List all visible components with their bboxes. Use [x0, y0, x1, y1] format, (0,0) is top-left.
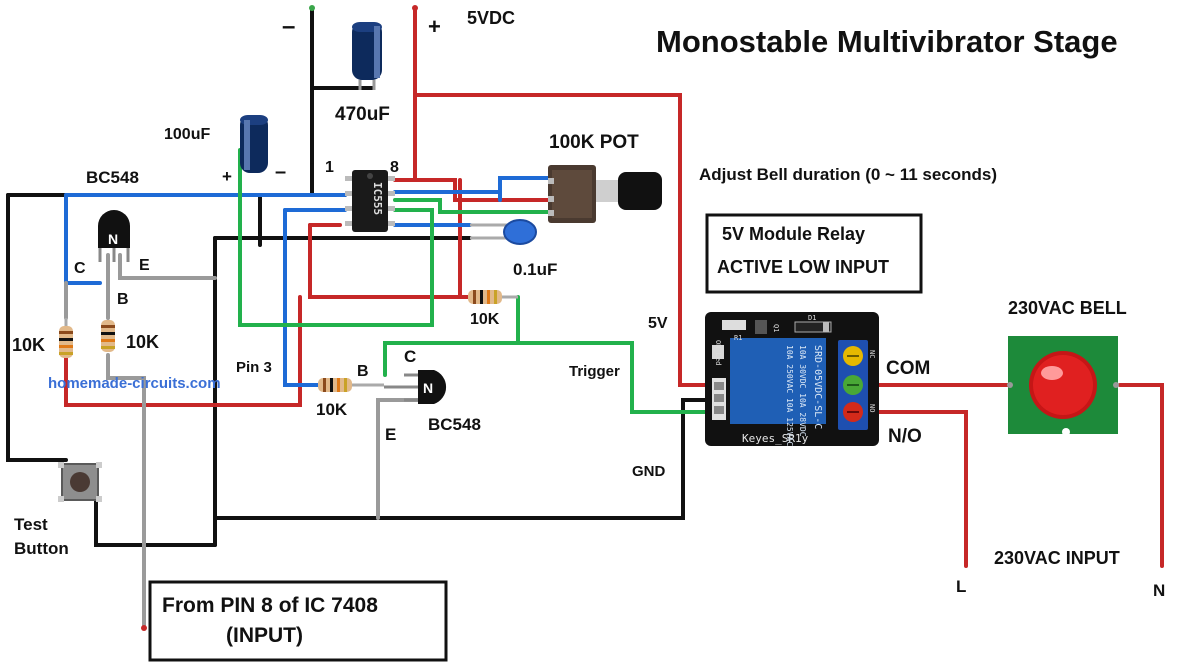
q1-e: E — [139, 257, 150, 274]
resistor-left-1 — [59, 318, 73, 358]
website-label: homemade-circuits.com — [48, 375, 221, 392]
r-mid-label: 10K — [470, 311, 500, 328]
relay-rating2: 10A 30VDC 10A 28VDC — [798, 345, 807, 437]
r-left2-label: 10K — [126, 332, 159, 352]
gnd-label: GND — [632, 463, 666, 480]
relay-r1: R1 — [734, 334, 742, 342]
ic-pin1-label: 1 — [325, 159, 334, 176]
ic-chip-label: IC555 — [371, 182, 384, 215]
diagram-title: Monostable Multivibrator Stage — [656, 24, 1118, 59]
bell-230vac — [1007, 336, 1119, 436]
transistor-q2 — [384, 370, 447, 404]
relay-d1: D1 — [808, 314, 816, 322]
relay-q1: Q1 — [772, 324, 780, 332]
relay-model: SRD-05VDC-SL-C — [812, 345, 823, 429]
mains-n-label: N — [1153, 581, 1165, 600]
relay-led: ON_Led — [714, 340, 722, 365]
capacitor-470uf — [352, 22, 382, 90]
ground-wires — [6, 8, 707, 547]
test-push-button — [58, 462, 102, 502]
input-box — [148, 580, 448, 662]
pot-label: 100K POT — [549, 132, 639, 153]
ic555-chip — [345, 170, 395, 232]
transistor-q1 — [98, 210, 130, 262]
resistor-pin3 — [318, 378, 384, 392]
mains-l-label: L — [956, 577, 966, 596]
supply-plus: + — [428, 14, 441, 39]
relay-rating1: 10A 250VAC 10A 125VAC — [785, 345, 794, 446]
input-box-line1: From PIN 8 of IC 7408 — [162, 594, 378, 617]
q1-label: BC548 — [86, 168, 139, 187]
ic-pin8-label: 8 — [390, 159, 399, 176]
input-wire-tip — [141, 625, 147, 631]
relay-module — [705, 312, 879, 446]
relay-box-line2: ACTIVE LOW INPUT — [717, 257, 889, 277]
test-button-line2: Button — [14, 539, 69, 558]
supply-label: 5VDC — [467, 8, 515, 28]
supply-plus-terminal — [412, 5, 418, 11]
cap-01-label: 0.1uF — [513, 260, 557, 279]
resistor-left-2 — [101, 320, 115, 352]
green-wires — [238, 148, 710, 414]
relay-no: NO — [868, 404, 876, 412]
potentiometer-100k — [548, 165, 662, 223]
v5-label: 5V — [648, 315, 668, 332]
test-button-line1: Test — [14, 515, 48, 534]
q2-b: B — [357, 363, 369, 380]
relay-nc: NC — [868, 350, 876, 358]
relay-box-line1: 5V Module Relay — [722, 224, 865, 244]
r-left1-label: 10K — [12, 335, 45, 355]
trigger-label: Trigger — [569, 363, 620, 380]
q1-n: N — [108, 231, 118, 247]
supply-minus-terminal — [309, 5, 315, 11]
bell-label: 230VAC BELL — [1008, 298, 1127, 318]
supply-minus: – — [282, 13, 295, 40]
relay-brand: Keyes_SR1y — [742, 432, 809, 445]
capacitor-100uf — [240, 115, 268, 173]
blue-wires — [64, 176, 550, 387]
no-label: N/O — [888, 426, 922, 447]
cap-100-minus: – — [275, 161, 286, 183]
input-box-line2: (INPUT) — [226, 624, 303, 647]
q2-c: C — [404, 347, 416, 366]
pin3-label: Pin 3 — [236, 359, 272, 376]
adjust-note: Adjust Bell duration (0 ~ 11 seconds) — [699, 165, 997, 184]
resistor-middle — [468, 290, 518, 304]
r-pin3-label: 10K — [316, 400, 348, 419]
q2-n: N — [423, 380, 433, 396]
q2-e: E — [385, 425, 396, 444]
q1-b: B — [117, 291, 129, 308]
cap-470-label: 470uF — [335, 104, 390, 125]
gray-wires — [64, 253, 420, 630]
capacitor-0-1uf — [470, 219, 537, 245]
cap-100-plus: + — [222, 167, 232, 186]
com-label: COM — [886, 358, 930, 379]
q1-c: C — [74, 260, 86, 277]
positive-wires — [64, 6, 1164, 568]
mains-input-label: 230VAC INPUT — [994, 548, 1120, 568]
relay-info-box — [705, 213, 923, 294]
cap-100-label: 100uF — [164, 126, 210, 143]
q2-label: BC548 — [428, 415, 481, 434]
